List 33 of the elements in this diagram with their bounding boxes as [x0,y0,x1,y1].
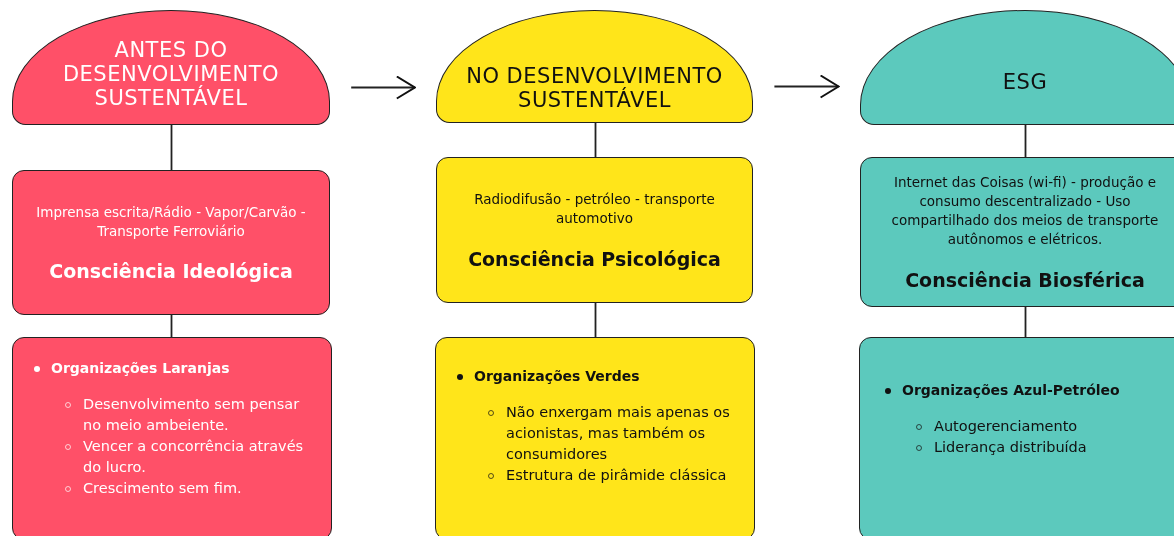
list-item: Crescimento sem fim. [83,480,242,497]
arrow [350,75,416,100]
connector-line [594,302,597,338]
list-item: Estrutura de pirâmide clássica [506,467,727,484]
card-heading: Consciência Ideológica [49,260,293,283]
connector-line [1024,124,1027,158]
header-title: NO DESENVOLVIMENTO SUSTENTÁVEL [465,63,724,112]
list-item: Vencer a concorrência através do lucro. [83,438,304,476]
list-item: Desenvolvimento sem pensar no meio ambeiente. [83,396,300,433]
connector-line [170,124,173,171]
info-card [436,157,753,303]
connector-line [1024,306,1027,338]
list-heading: Organizações Verdes [474,368,640,384]
header-title: ANTES DO DESENVOLVIMENTO SUSTENTÁVEL [61,37,281,110]
arrow [773,74,840,99]
header-title: ESG [1002,69,1048,94]
card-description: Imprensa escrita/Rádio - Vapor/Carvão - Transporte Ferroviário [35,202,307,241]
card-description: Internet das Coisas (wi-fi) - produção e consumo descentralizado - Uso compartilhado dos meios de transporte autônomos e elétricos. [890,173,1160,249]
connector-line [170,314,173,338]
list-item: Autogerenciamento [934,418,1078,434]
list-card [12,337,332,536]
info-card [12,170,330,315]
card-description: Radiodifusão - petróleo - transporte automotivo [473,190,716,228]
card-heading: Consciência Biosférica [905,268,1145,291]
list-heading: Organizações Azul-Petróleo [902,382,1120,398]
info-card [860,157,1174,307]
list-item: Liderança distribuída [934,439,1087,455]
list-card [435,337,755,536]
card-heading: Consciência Psicológica [468,247,721,270]
connector-line [594,122,597,158]
list-heading: Organizações Laranjas [51,360,230,376]
list-card [859,337,1174,536]
list-item: Não enxergam mais apenas os acionistas, mas também os consumidores [506,404,730,463]
